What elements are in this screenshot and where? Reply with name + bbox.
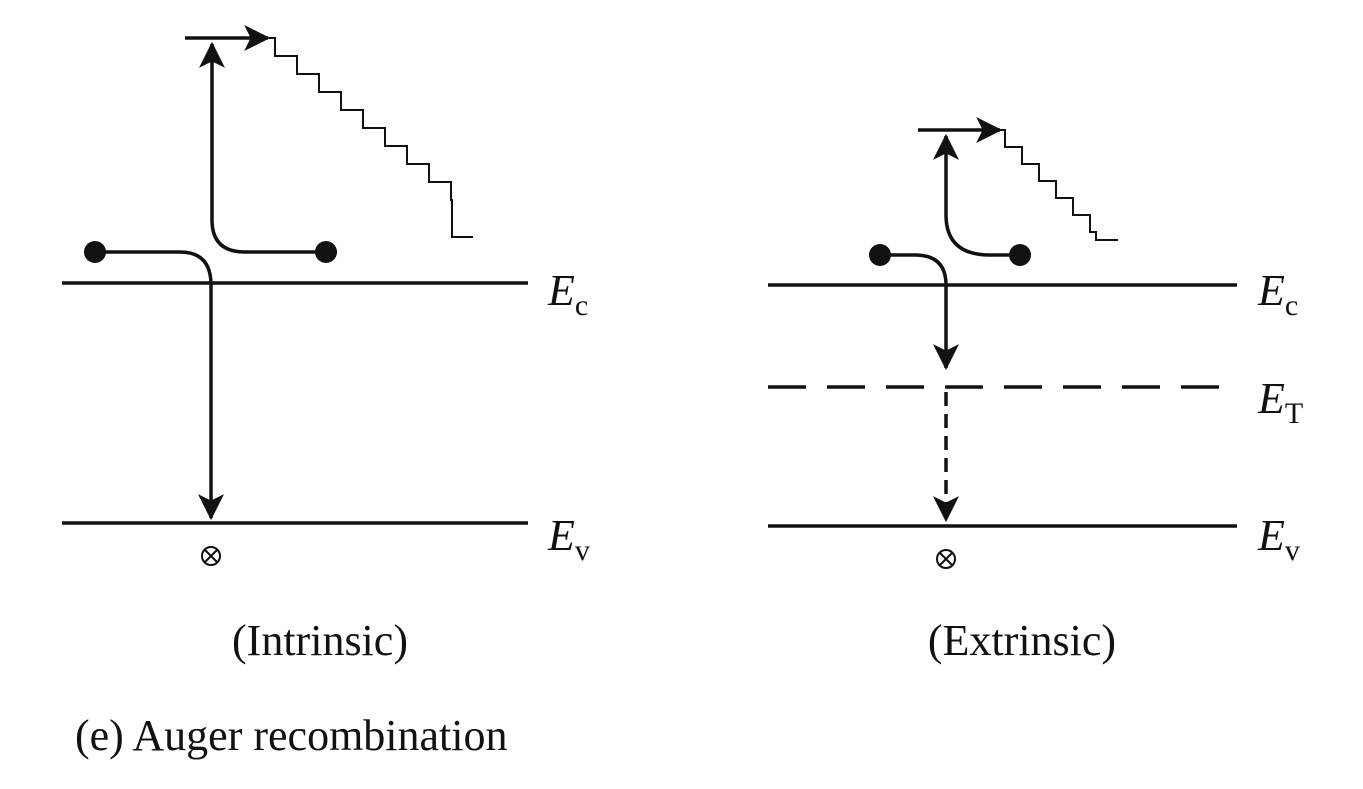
label-ec-right: Ec — [1257, 266, 1298, 322]
caption-intrinsic: (Intrinsic) — [232, 616, 408, 665]
excitation-arrow — [933, 133, 1020, 257]
thermalization-staircase — [268, 37, 473, 238]
extrinsic-panel: Ec ET Ev (Extrinsic) — [768, 117, 1303, 665]
label-ev-right: Ev — [1257, 511, 1300, 567]
label-ev-left: Ev — [547, 511, 590, 567]
thermalization-staircase — [1000, 129, 1118, 241]
excitation-arrow — [199, 41, 326, 254]
hole-icon — [936, 549, 956, 569]
hole-icon — [201, 546, 221, 566]
caption-extrinsic: (Extrinsic) — [928, 616, 1116, 665]
figure-caption: (e) Auger recombination — [75, 711, 508, 760]
intrinsic-panel: Ec Ev (Intrinsic) — [62, 25, 590, 665]
recombination-arrow — [95, 250, 224, 521]
capture-arrow — [880, 253, 959, 371]
label-et-right: ET — [1257, 374, 1303, 430]
label-ec-left: Ec — [547, 266, 588, 322]
